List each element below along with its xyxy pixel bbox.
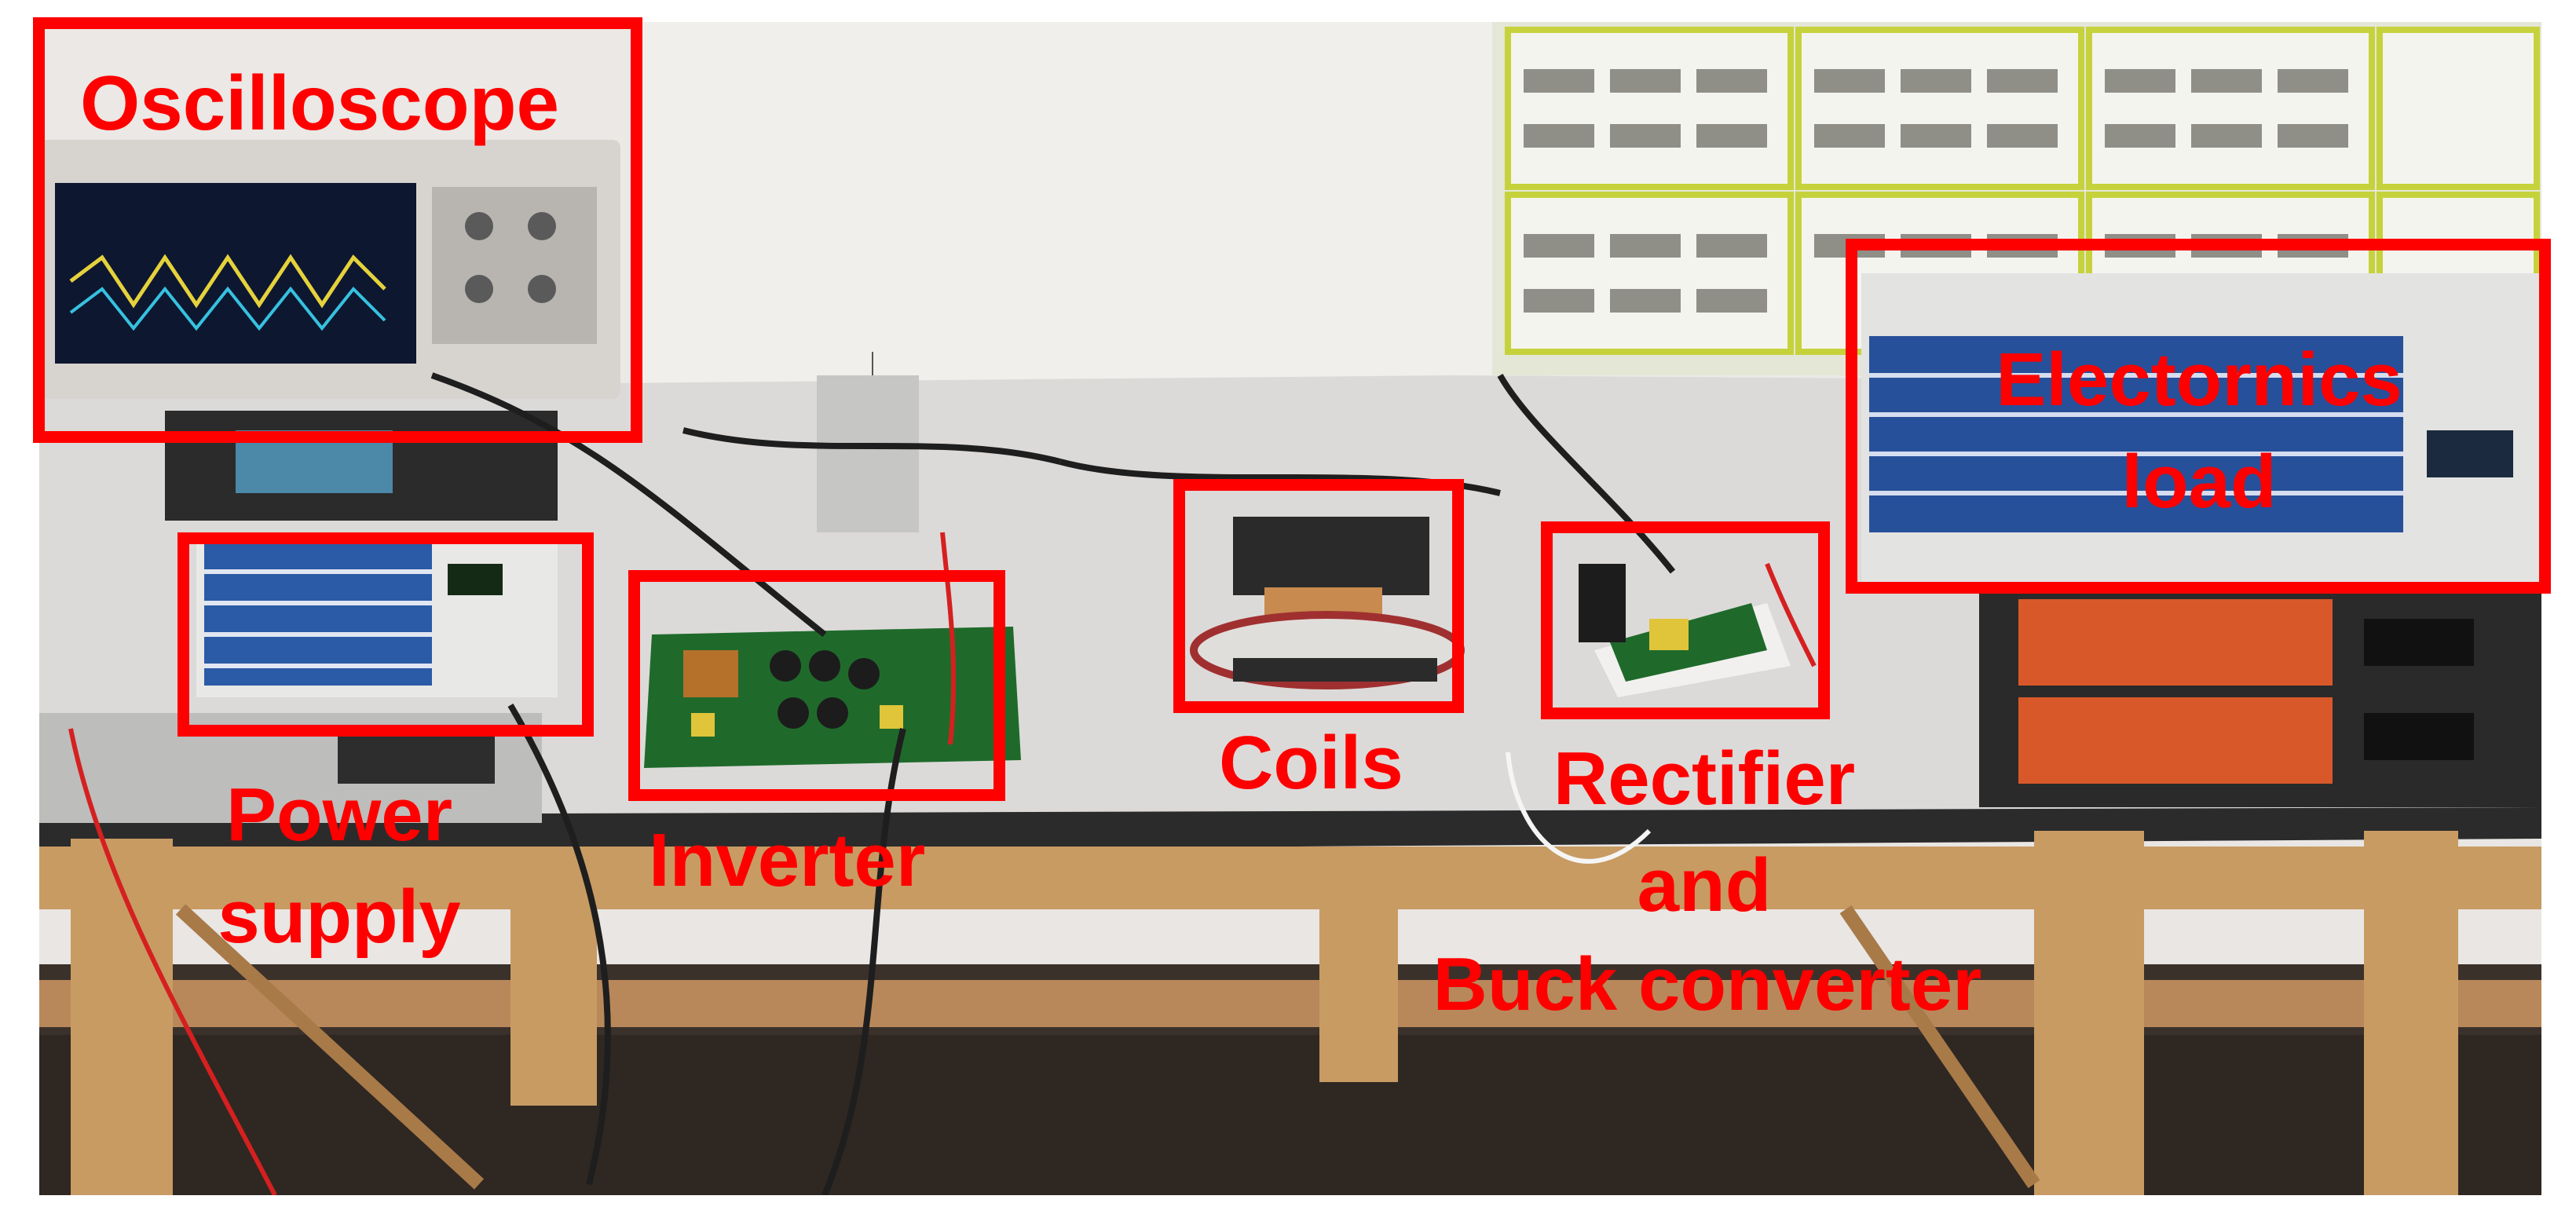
rectifier-highlight-box xyxy=(1541,521,1830,719)
electronic-load-device xyxy=(1861,273,2541,587)
rectifier-label-line2: and xyxy=(1637,843,1772,927)
inverter-board xyxy=(644,627,1021,768)
inverter-label: Inverter xyxy=(649,818,926,902)
electronic-load-label-line1: Electornics xyxy=(1996,338,2402,422)
coils-label: Coils xyxy=(1219,721,1403,805)
rectifier-label-line3: Buck converter xyxy=(1433,942,1982,1026)
power-supply-device xyxy=(196,532,558,697)
wooden-bench-frame xyxy=(39,831,2541,1195)
electronic-load-label-line2: load xyxy=(2121,440,2277,524)
electronic-load-highlight-box xyxy=(1846,239,2551,594)
oscilloscope-label: Oscilloscope xyxy=(80,60,560,146)
orange-instrument-stack xyxy=(1979,587,2541,807)
rectifier-label-line1: Rectifier xyxy=(1553,737,1856,821)
bench-scene xyxy=(39,22,2541,1195)
coils-device xyxy=(1190,517,1465,689)
power-supply-label-line1: Power xyxy=(225,773,453,857)
oscilloscope-device xyxy=(39,140,620,399)
power-supply-label-line2: supply xyxy=(218,875,461,959)
power-supply-highlight-box xyxy=(177,532,594,737)
coils-highlight-box xyxy=(1173,479,1464,713)
lab-bench-photo xyxy=(39,22,2541,1195)
rectifier-buck-board xyxy=(1579,564,1791,697)
oscilloscope-highlight-box xyxy=(33,17,642,443)
inverter-highlight-box xyxy=(628,570,1005,801)
